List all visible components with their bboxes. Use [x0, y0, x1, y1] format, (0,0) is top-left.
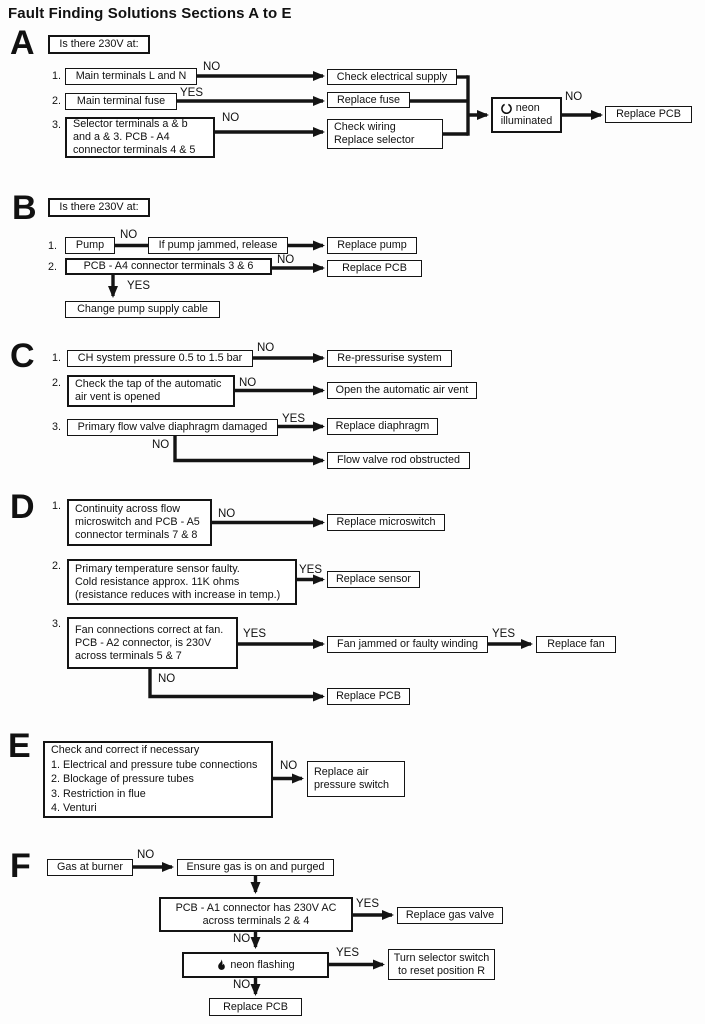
a-replace-pcb-box: Replace PCB	[605, 106, 692, 123]
section-a-connectors	[177, 71, 603, 137]
a-item2-number: 2.	[52, 95, 62, 107]
b-question-box: Is there 230V at:	[48, 198, 150, 217]
page-title: Fault Finding Solutions Sections A to E	[8, 5, 292, 22]
f-no1-label: NO	[137, 849, 155, 861]
c-item1-box: CH system pressure 0.5 to 1.5 bar	[67, 350, 253, 367]
section-b-letter: B	[12, 189, 37, 227]
e-replace-air-pressure-switch-box: Replace air pressure switch	[307, 761, 405, 797]
b-item2-no-label: NO	[277, 254, 295, 266]
section-a-letter: A	[10, 24, 35, 62]
c-item3-yes-label: YES	[282, 413, 306, 425]
f-neon-flashing-label: neon flashing	[230, 958, 295, 971]
a-item1-result-box: Check electrical supply	[327, 69, 457, 85]
d-replace-pcb-box: Replace PCB	[327, 688, 410, 705]
a-item2-yes-label: YES	[180, 87, 204, 99]
a-item1-no-label: NO	[203, 61, 221, 73]
d-replace-fan-box: Replace fan	[536, 636, 616, 653]
a-item3-number: 3.	[52, 119, 62, 131]
b-item1-number: 1.	[48, 240, 58, 252]
f-yes1-label: YES	[356, 898, 380, 910]
c-item1-result-box: Re-pressurise system	[327, 350, 452, 367]
e-no-label: NO	[280, 760, 298, 772]
a-item1-number: 1.	[52, 70, 62, 82]
f-yes2-label: YES	[336, 947, 360, 959]
section-c-letter: C	[10, 337, 35, 375]
f-pcb-a1-box: PCB - A1 connector has 230V AC across te…	[159, 897, 353, 932]
b-item2-number: 2.	[48, 261, 58, 273]
d-fan-jammed-box: Fan jammed or faulty winding	[327, 636, 488, 653]
d-item1-number: 1.	[52, 500, 62, 512]
b-change-pump-cable-box: Change pump supply cable	[65, 301, 220, 318]
d-item1-no-label: NO	[218, 508, 236, 520]
d-item2-box: Primary temperature sensor faulty. Cold …	[67, 559, 297, 605]
flame-icon	[216, 959, 226, 971]
e-check-box: Check and correct if necessary 1. Electr…	[43, 741, 273, 818]
f-no3-label: NO	[233, 979, 251, 991]
b-yes-label: YES	[127, 280, 151, 292]
d-item1-result-box: Replace microswitch	[327, 514, 445, 531]
d-item2-yes-label: YES	[299, 564, 323, 576]
a-item3-no-label: NO	[222, 112, 240, 124]
a-item3-box: Selector terminals a & b and a & 3. PCB …	[65, 117, 215, 158]
c-item2-result-box: Open the automatic air vent	[327, 382, 477, 399]
c-item3-result-box: Replace diaphragm	[327, 418, 438, 435]
b-item2-box: PCB - A4 connector terminals 3 & 6	[65, 258, 272, 275]
f-turn-selector-box: Turn selector switch to reset position R	[388, 949, 495, 980]
b-item1-result-box: Replace pump	[327, 237, 417, 254]
a-item2-box: Main terminal fuse	[65, 93, 177, 110]
c-item3-box: Primary flow valve diaphragm damaged	[67, 419, 278, 436]
section-f-connectors	[133, 862, 394, 996]
c-item1-no-label: NO	[257, 342, 275, 354]
c-flow-valve-rod-box: Flow valve rod obstructed	[327, 452, 470, 469]
b-item1-no-label: NO	[120, 229, 138, 241]
section-e-letter: E	[8, 727, 31, 765]
f-gas-at-burner-box: Gas at burner	[47, 859, 133, 876]
f-replace-pcb-box: Replace PCB	[209, 998, 302, 1016]
section-c-connectors	[173, 353, 325, 466]
d-item2-result-box: Replace sensor	[327, 571, 420, 588]
section-d-letter: D	[10, 488, 35, 526]
d-no-label: NO	[158, 673, 176, 685]
neon-illuminated-box: neon illuminated	[491, 97, 562, 133]
c-item2-no-label: NO	[239, 377, 257, 389]
d-item3-box: Fan connections correct at fan. PCB - A2…	[67, 617, 238, 669]
f-no2-label: NO	[233, 933, 251, 945]
b-item1-mid-box: If pump jammed, release	[148, 237, 288, 254]
c-item3-number: 3.	[52, 421, 62, 433]
neon-illuminated-line2: illuminated	[500, 115, 553, 127]
a-item1-box: Main terminals L and N	[65, 68, 197, 85]
neon-illuminated-line1: neon	[515, 102, 540, 114]
d-item1-box: Continuity across flow microswitch and P…	[67, 499, 212, 546]
c-item2-number: 2.	[52, 377, 62, 389]
power-icon	[500, 103, 512, 114]
c-item1-number: 1.	[52, 352, 62, 364]
a-item2-result-box: Replace fuse	[327, 92, 410, 108]
a-question-box: Is there 230V at:	[48, 35, 150, 54]
section-b-connectors	[108, 240, 325, 298]
section-f-letter: F	[10, 847, 31, 885]
f-ensure-gas-box: Ensure gas is on and purged	[177, 859, 334, 876]
b-item1-box: Pump	[65, 237, 115, 254]
d-item3-yes2-label: YES	[492, 628, 516, 640]
c-no-label: NO	[152, 439, 170, 451]
d-item3-yes-label: YES	[243, 628, 267, 640]
f-neon-flashing-box: neon flashing	[182, 952, 329, 978]
a-item3-result-box: Check wiring Replace selector	[327, 119, 443, 149]
a-neon-no-label: NO	[565, 91, 583, 103]
b-item2-result-box: Replace PCB	[327, 260, 422, 277]
d-item3-number: 3.	[52, 618, 62, 630]
section-d-connectors	[148, 517, 533, 702]
f-replace-gas-valve-box: Replace gas valve	[397, 907, 503, 924]
c-item2-box: Check the tap of the automatic air vent …	[67, 375, 235, 407]
d-item2-number: 2.	[52, 560, 62, 572]
